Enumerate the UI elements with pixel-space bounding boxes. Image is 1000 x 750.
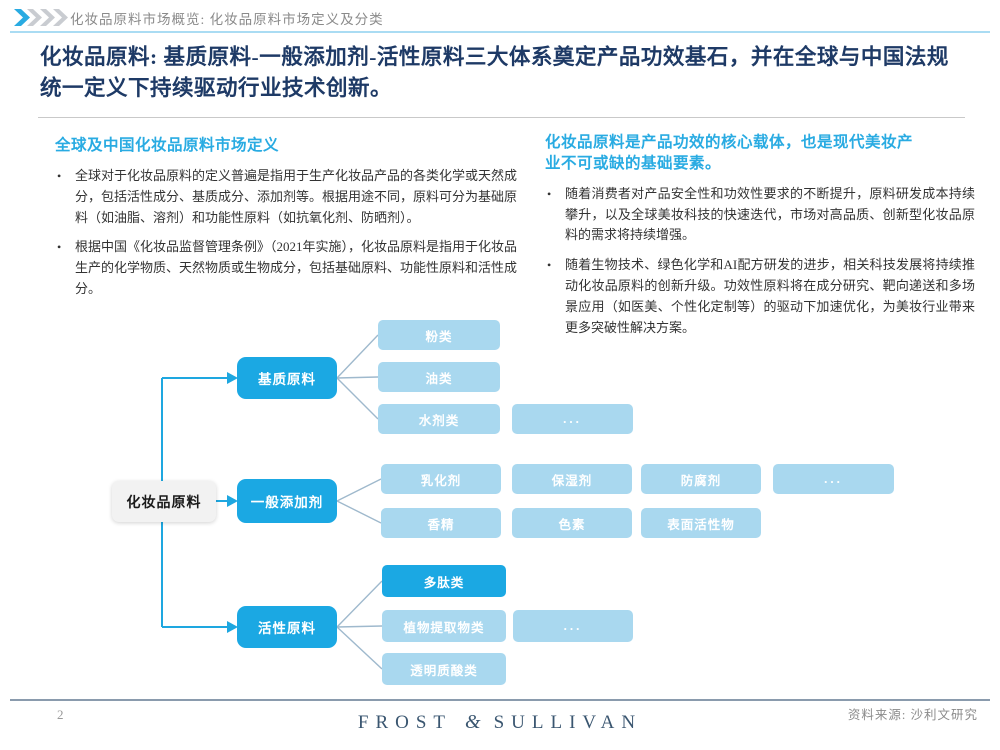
child-humectant: 保湿剂 (512, 464, 632, 494)
logo-text: SULLIVAN (493, 712, 643, 733)
bullet-marker: • (57, 240, 62, 255)
source-note: 资料来源: 沙利文研究 (847, 708, 978, 722)
bullet-text: 根据中国《化妆品监督管理条例》（2021年实施），化妆品原料是指用于化妆品生产的… (75, 239, 518, 296)
bullet-marker: • (547, 258, 552, 273)
bullet-item: • 全球对于化妆品原料的定义普遍是指用于生产化妆品产品的各类化学或天然成分，包括… (55, 166, 517, 228)
connector-line (336, 334, 379, 379)
bullet-text: 全球对于化妆品原料的定义普遍是指用于生产化妆品产品的各类化学或天然成分，包括活性… (75, 167, 518, 225)
child-peptides: 多肽类 (382, 565, 506, 597)
bullet-marker: • (547, 186, 552, 201)
child-more-additives: ... (773, 464, 894, 494)
chevron-icon (14, 9, 30, 26)
bullet-marker: • (57, 168, 62, 183)
branch-matrix-materials: 基质原料 (237, 357, 337, 399)
child-plant-extracts: 植物提取物类 (382, 610, 506, 642)
connector-line (336, 478, 382, 502)
chevrons-icon (14, 9, 68, 26)
bullet-item: • 随着生物技术、绿色化学和AI配方研发的进步，相关科技发展将持续推动化妆品原料… (545, 255, 975, 338)
chevron-icon (27, 9, 42, 26)
bullet-text: 随着消费者对产品安全性和功效性要求的不断提升，原料研发成本持续攀升，以及全球美妆… (565, 185, 975, 243)
child-powder: 粉类 (378, 320, 500, 350)
child-more-actives: ... (513, 610, 633, 642)
page-title: 化妆品原料: 基质原料-一般添加剂-活性原料三大体系奠定产品功效基石，并在全球与… (40, 45, 949, 100)
connector-line (336, 625, 383, 628)
page-number: 2 (57, 707, 64, 722)
branch-active-materials: 活性原料 (237, 606, 337, 648)
connector-line (336, 500, 382, 524)
connector-line (336, 626, 383, 670)
child-colorant: 色素 (512, 508, 632, 538)
diagram-root-box: 化妆品原料 (112, 481, 216, 522)
section-heading: 全球及中国化妆品原料市场定义 (55, 137, 280, 154)
child-preservative: 防腐剂 (641, 464, 761, 494)
connector-line (336, 377, 379, 420)
breadcrumb: 化妆品原料市场概览: 化妆品原料市场定义及分类 (70, 12, 384, 27)
title-divider (38, 117, 965, 118)
child-fragrance: 香精 (381, 508, 501, 538)
bullet-text: 随着生物技术、绿色化学和AI配方研发的进步，相关科技发展将持续推动化妆品原料的创… (565, 257, 975, 335)
logo-ampersand: & (465, 711, 481, 733)
section-market-definition: 全球及中国化妆品原料市场定义 • 全球对于化妆品原料的定义普遍是指用于生产化妆品… (55, 136, 517, 309)
child-water-agents: 水剂类 (378, 404, 500, 434)
section-market-insight: 化妆品原料是产品功效的核心载体，也是现代美妆产业不可或缺的基础要素。 • 随着消… (545, 133, 975, 347)
branch-general-additives: 一般添加剂 (237, 479, 337, 523)
child-oil: 油类 (378, 362, 500, 392)
child-hyaluronic-acid: 透明质酸类 (382, 653, 506, 685)
bullet-list: • 随着消费者对产品安全性和功效性要求的不断提升，原料研发成本持续攀升，以及全球… (545, 184, 975, 339)
connector-line (336, 580, 383, 628)
header-divider (10, 31, 990, 33)
child-more-matrix: ... (512, 404, 633, 434)
section-heading: 化妆品原料是产品功效的核心载体，也是现代美妆产业不可或缺的基础要素。 (545, 134, 914, 172)
connector-line (336, 376, 379, 379)
child-emulsifier: 乳化剂 (381, 464, 501, 494)
bullet-list: • 全球对于化妆品原料的定义普遍是指用于生产化妆品产品的各类化学或天然成分，包括… (55, 166, 517, 300)
bullet-item: • 根据中国《化妆品监督管理条例》（2021年实施），化妆品原料是指用于化妆品生… (55, 237, 517, 299)
chevron-icon (53, 9, 68, 26)
footer-divider (10, 699, 990, 701)
frost-sullivan-logo: FROST&SULLIVAN (0, 711, 1000, 734)
bullet-item: • 随着消费者对产品安全性和功效性要求的不断提升，原料研发成本持续攀升，以及全球… (545, 184, 975, 246)
chevron-icon (40, 9, 55, 26)
logo-text: FROST (357, 712, 453, 733)
child-surfactant: 表面活性物 (641, 508, 761, 538)
